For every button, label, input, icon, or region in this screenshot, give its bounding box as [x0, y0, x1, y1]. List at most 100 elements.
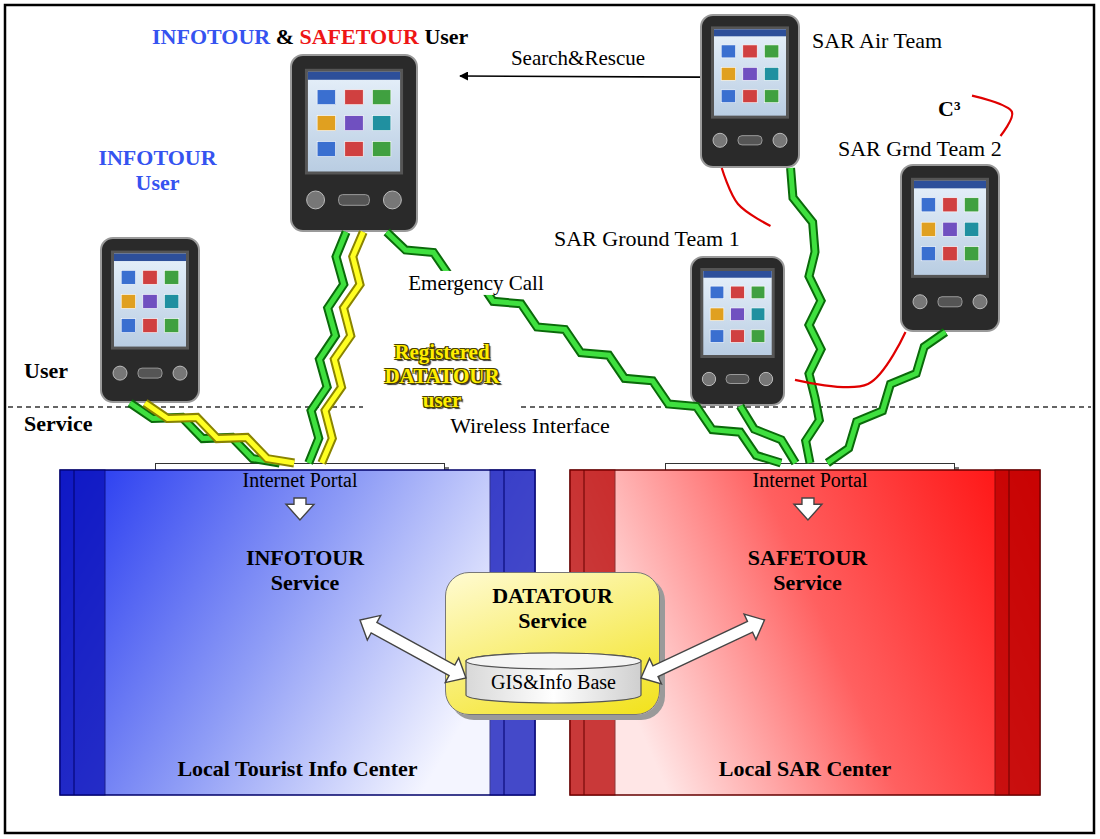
data-exchange-arrow — [360, 615, 466, 682]
pda-button — [713, 133, 727, 147]
screen-icon — [721, 90, 735, 103]
gis-database: GIS&Info Base — [466, 653, 641, 703]
node-label: Local SAR Center — [719, 756, 891, 781]
pda-sar-team: SAR Grnd Team 2 — [838, 136, 1088, 332]
screen-icon — [721, 67, 735, 80]
node-label: Internet Portal — [243, 469, 358, 492]
screen-icon — [372, 142, 390, 157]
c3-arc — [722, 168, 771, 226]
pda-body — [691, 257, 784, 405]
screen-titlebar — [714, 29, 786, 36]
label-space — [270, 24, 276, 49]
screen-icon — [121, 295, 135, 309]
node-label: INFOTOUR User — [97, 145, 219, 196]
pda-body — [101, 238, 199, 402]
pda-button — [113, 366, 127, 380]
pda-picture — [900, 164, 1000, 332]
edge-label-holder: Registered DATATOUR user — [363, 340, 521, 412]
screen-icon — [751, 330, 765, 343]
screen-icon — [751, 286, 765, 299]
screen-icon — [921, 247, 935, 261]
label-holder: C³ — [938, 96, 960, 121]
pillar-edge — [74, 470, 75, 795]
user-service-divider — [8, 406, 1091, 408]
screen-titlebar — [703, 271, 771, 278]
portal-arrow — [286, 498, 314, 520]
pda-dpad — [938, 297, 962, 307]
bolt-outline — [130, 403, 280, 463]
pda-dpad — [726, 375, 749, 384]
bolt-fill — [322, 232, 364, 463]
node-label: SAR Grnd Team 2 — [838, 136, 1002, 161]
pda-bezel — [711, 26, 789, 118]
screen-icon — [710, 308, 724, 321]
label-word: & — [276, 24, 294, 49]
screen-icon — [143, 270, 157, 284]
pda-dpad — [738, 136, 762, 145]
screen-icon — [121, 270, 135, 284]
node-label: SAR Ground Team 1 — [554, 226, 740, 251]
c3-arc — [795, 332, 906, 387]
edge-label-holder: Search&Rescue — [507, 46, 649, 70]
c3-label: C³ — [938, 96, 960, 121]
screen-titlebar — [308, 72, 400, 80]
screen-icon — [372, 90, 390, 105]
bolt-outline — [827, 332, 945, 463]
screen-icon — [921, 222, 935, 236]
pda-button — [383, 191, 401, 209]
pda-button — [307, 191, 325, 209]
label-space — [419, 24, 425, 49]
screen-icon — [943, 222, 957, 236]
screen-icon — [731, 286, 745, 299]
bolt-fill — [130, 403, 280, 463]
portal-arrow — [794, 498, 822, 520]
layer-label: User — [24, 358, 68, 383]
bolt-fill — [791, 168, 821, 463]
edge-label: Emergency Call — [404, 271, 548, 295]
pda-body — [701, 15, 799, 167]
pda-screen — [714, 29, 786, 115]
pda-screen — [703, 271, 771, 355]
wireless-link — [827, 332, 945, 463]
bolt-outline — [322, 232, 364, 463]
bolt-outline — [309, 232, 346, 463]
node-label: INFOTOUR Service — [225, 545, 385, 596]
screen-icon — [710, 330, 724, 343]
node-label: GIS&Info Base — [491, 671, 616, 694]
node-label: SAFETOUR Service — [728, 545, 888, 596]
node-label: Local Tourist Info Center — [177, 756, 417, 781]
screen-icon — [731, 330, 745, 343]
screen-icon — [164, 295, 178, 309]
label-word: INFOTOUR — [152, 24, 270, 49]
pda-illustration — [901, 165, 999, 331]
screen-icon — [345, 90, 363, 105]
label-holder: Service — [24, 411, 92, 436]
screen-icon — [372, 116, 390, 131]
pda-button — [173, 366, 187, 380]
datatour-service: GIS&Info BaseDATATOUR Service — [445, 572, 660, 715]
screen-icon — [317, 116, 335, 131]
edge-label: Search&Rescue — [507, 46, 649, 70]
outer-frame — [5, 5, 1094, 833]
wireless-link — [740, 406, 795, 463]
layer-label: Service — [24, 411, 92, 436]
pda-picture — [690, 256, 785, 406]
screen-icon — [121, 319, 135, 333]
label-word: User — [424, 24, 468, 49]
wireless-link — [130, 403, 280, 463]
pda-illustration — [101, 238, 199, 402]
wireless-link — [791, 168, 821, 463]
screen-icon — [721, 45, 735, 58]
screen-icon — [317, 142, 335, 157]
datatour-link — [322, 232, 364, 463]
pda-button — [773, 133, 787, 147]
bolt-outline — [740, 406, 795, 463]
pda-button — [973, 295, 987, 309]
edge-label-holder: Emergency Call — [404, 271, 548, 295]
screen-icon — [764, 67, 778, 80]
pda-illustration — [291, 55, 417, 231]
screen-icon — [751, 308, 765, 321]
data-exchange-arrow — [641, 614, 765, 684]
